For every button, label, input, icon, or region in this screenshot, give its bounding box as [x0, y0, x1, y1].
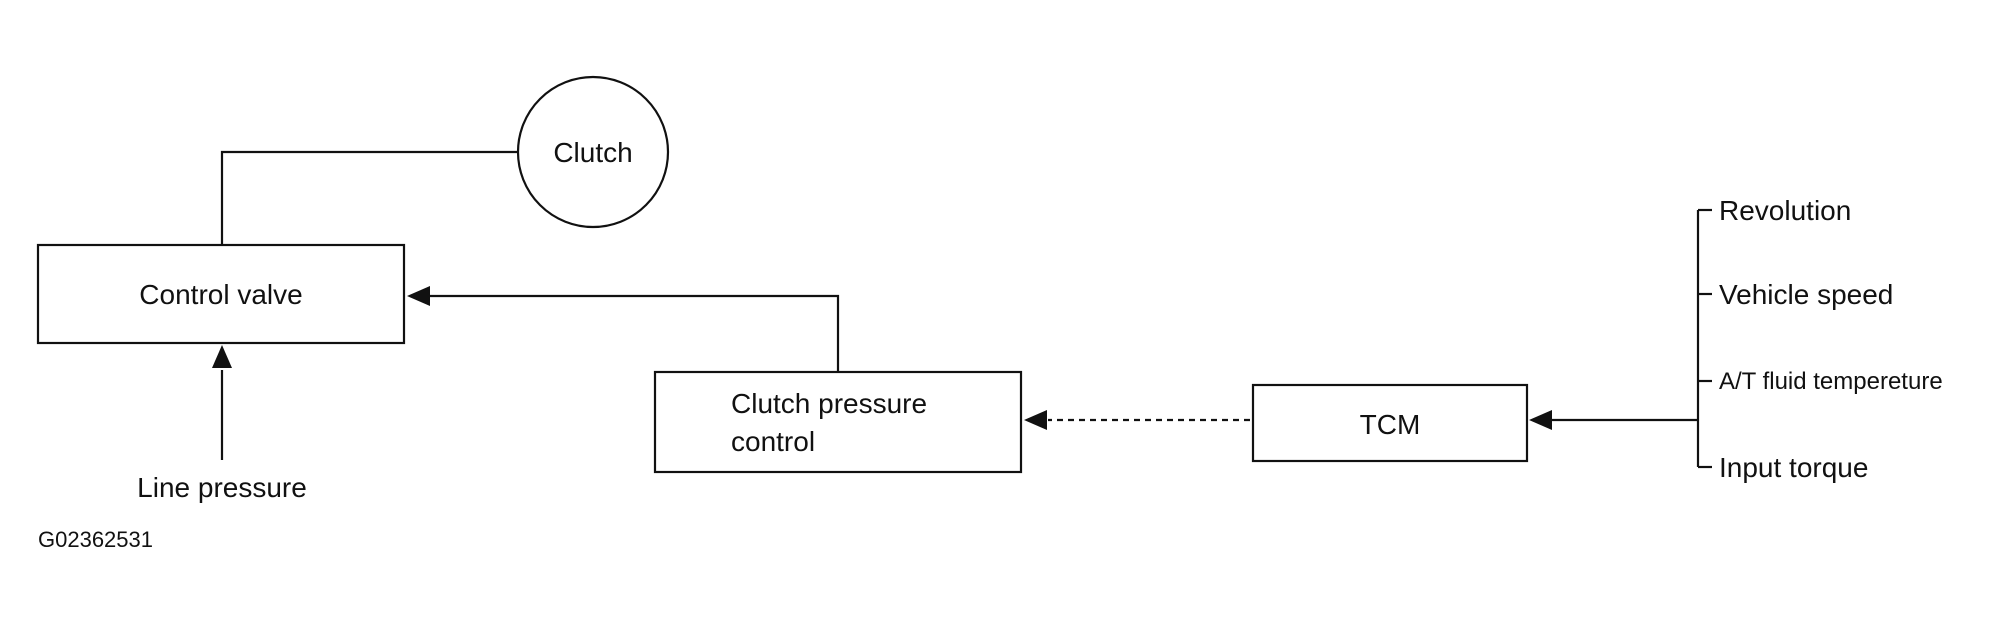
figure-id: G02362531 [38, 527, 153, 552]
input-label-vehicle-speed: Vehicle speed [1719, 279, 1893, 310]
input-label-fluid-temperature: A/T fluid tempereture [1719, 368, 1943, 395]
clutch-pressure-control-label-line1: Clutch pressure [731, 388, 927, 419]
clutch-label: Clutch [553, 137, 632, 168]
clutch-pressure-control-label-line2: control [731, 426, 815, 457]
tcm-box [1251, 383, 1529, 463]
input-label-input-torque: Input torque [1719, 452, 1868, 483]
clutch-node [516, 75, 670, 229]
input-label-revolution: Revolution [1719, 195, 1851, 226]
pressure-control-to-valve-arrowhead [407, 286, 430, 306]
pressure-control-to-valve-connector [430, 294, 840, 372]
clutch-pressure-control-box [653, 370, 1023, 474]
valve-to-clutch-connector [220, 150, 520, 245]
input-bus-arrowhead [1529, 410, 1552, 430]
tcm-signal-arrowhead [1024, 410, 1047, 430]
control-valve-label: Control valve [139, 279, 302, 310]
control-valve-box [36, 243, 406, 345]
line-pressure-label: Line pressure [137, 472, 307, 503]
tcm-label: TCM [1360, 409, 1421, 440]
line-pressure-arrowhead [212, 345, 232, 368]
